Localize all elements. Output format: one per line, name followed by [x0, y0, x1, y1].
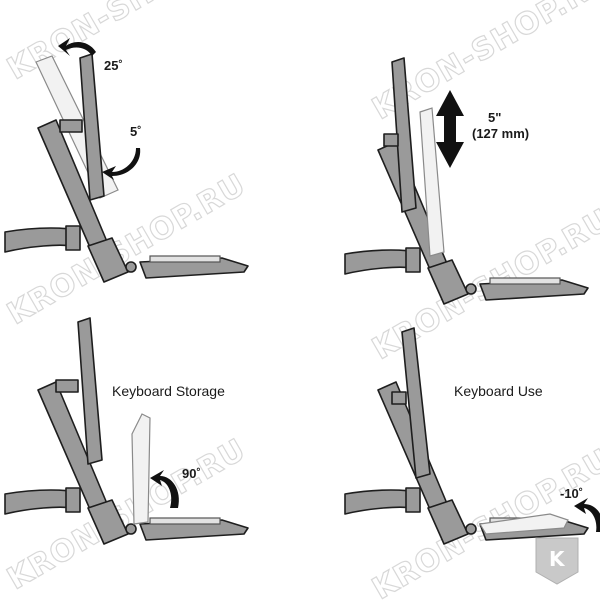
tilt-up-arrow-icon — [58, 38, 96, 56]
watermark-text-1: KRON-SHOP.RU — [2, 0, 252, 87]
tilt-keyboard-arrow-icon — [574, 498, 600, 532]
watermark-text-5: KRON-SHOP.RU — [2, 432, 252, 597]
tilt-down-arrow-icon — [102, 148, 141, 180]
storage-angle-label: 90˚ — [182, 466, 201, 481]
tilt-up-label: 25˚ — [104, 58, 123, 73]
panel-tilt: 25˚ 5˚ — [4, 38, 249, 283]
badge-letter: K — [549, 547, 566, 571]
fold-arrow-icon — [150, 470, 179, 508]
height-adjust-arrow-icon — [436, 90, 464, 168]
panel-height: 5" (127 mm) — [344, 57, 589, 305]
panel-keyboard-use: Keyboard Use -10˚ — [344, 327, 600, 545]
panel-keyboard-storage: Keyboard Storage 90˚ — [4, 317, 249, 545]
height-metric-label: (127 mm) — [472, 126, 529, 141]
tilt-down-label: 5˚ — [130, 124, 142, 139]
kron-badge-logo: K — [535, 537, 579, 585]
use-title: Keyboard Use — [454, 383, 543, 399]
watermark-text-3: KRON-SHOP.RU — [2, 167, 252, 332]
storage-title: Keyboard Storage — [112, 383, 225, 399]
use-angle-label: -10˚ — [560, 486, 583, 501]
height-value-label: 5" — [488, 110, 501, 125]
